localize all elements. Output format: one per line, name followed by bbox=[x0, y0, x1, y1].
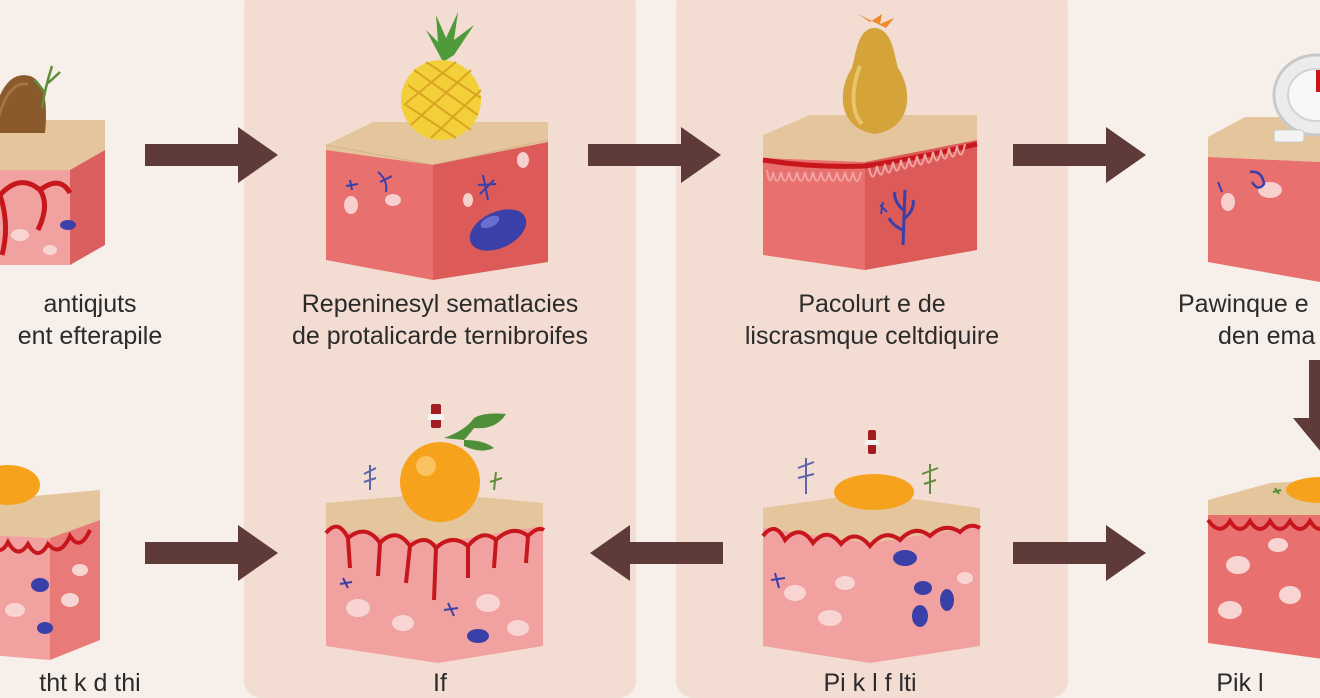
arrow-top-2-to-3 bbox=[588, 127, 721, 183]
pear-icon bbox=[842, 14, 908, 134]
pineapple-icon bbox=[401, 12, 482, 140]
caption-bottom-2: If bbox=[433, 669, 447, 697]
arrow-top-1-to-2 bbox=[145, 127, 278, 183]
orange-blob-icon bbox=[0, 465, 40, 505]
skin-block-top-2 bbox=[325, 122, 549, 280]
kiwi-fruit-icon bbox=[0, 65, 61, 133]
arrow-bottom-3-to-2 bbox=[590, 525, 723, 581]
caption-top-2-line2: de protalicarde ternibroifes bbox=[292, 322, 588, 350]
arrow-bottom-3-to-4 bbox=[1013, 525, 1146, 581]
caption-bottom-1: tht k d thi bbox=[39, 669, 141, 697]
caption-top-1-line1: antiqjuts bbox=[43, 290, 137, 318]
dish-icon bbox=[1272, 53, 1320, 143]
caption-bottom-3: Pi k l f lti bbox=[823, 669, 917, 697]
caption-top-4-line2: den ema bbox=[1218, 322, 1316, 350]
caption-bottom-4: Pik l bbox=[1216, 669, 1264, 697]
caption-top-3: Pacolurt e de liscrasmque celtdiquire bbox=[682, 288, 1062, 352]
skin-block-top-4 bbox=[1208, 117, 1320, 282]
orange-fruit-icon bbox=[363, 404, 506, 522]
skin-block-bottom-1 bbox=[0, 490, 100, 660]
caption-top-3-line1: Pacolurt e de bbox=[798, 290, 946, 318]
caption-top-2: Repeninesyl sematlacies de protalicarde … bbox=[250, 288, 630, 352]
skin-block-bottom-4 bbox=[1206, 480, 1320, 659]
orange-blob-icon bbox=[797, 430, 939, 510]
caption-top-4-line1: Pawinque e bbox=[1178, 290, 1309, 318]
caption-top-2-line1: Repeninesyl sematlacies bbox=[301, 290, 579, 318]
orange-blob-icon bbox=[1272, 477, 1320, 503]
caption-top-1: antiqjuts ent efterapile bbox=[0, 288, 210, 352]
skin-block-bottom-3 bbox=[761, 493, 982, 663]
caption-top-3-line2: liscrasmque celtdiquire bbox=[744, 322, 1000, 350]
skin-block-top-3 bbox=[762, 115, 978, 270]
caption-top-1-line2: ent efterapile bbox=[17, 322, 163, 350]
arrow-bottom-1-to-2 bbox=[145, 525, 278, 581]
arrow-top-3-to-4 bbox=[1013, 127, 1146, 183]
caption-top-4: Pawinque e den ema bbox=[1170, 288, 1320, 352]
arrow-down-right bbox=[1293, 360, 1320, 451]
